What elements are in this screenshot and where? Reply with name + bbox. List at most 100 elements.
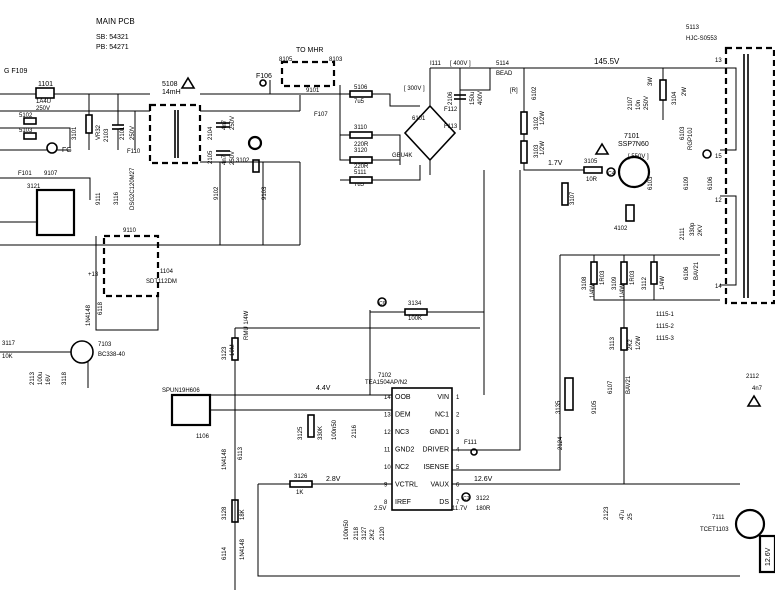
label-c7: C7 <box>463 496 470 502</box>
label-f101: F101 <box>18 171 32 177</box>
testpoint-f106 <box>259 79 267 87</box>
resistor-3107 <box>561 182 569 206</box>
label-2116-val: 100n50 <box>332 419 338 440</box>
label-3109: 3109 <box>612 276 618 290</box>
label-3112: 3112 <box>642 276 648 290</box>
ic-pin-number-right: 7 <box>456 500 460 506</box>
label-bc338: BC338-40 <box>98 352 126 358</box>
ic-pin-number-right: 5 <box>456 465 460 471</box>
testpoint-c4 <box>606 167 616 177</box>
label-3110-val: 220R <box>354 142 369 148</box>
ic-pin-name-right: VIN <box>437 394 449 401</box>
label-300v: [ 300V ] <box>404 86 425 92</box>
transistor-7103 <box>70 340 94 364</box>
label-2113-val: 100u <box>38 372 44 385</box>
label-2111-v: 2KV <box>698 225 704 236</box>
label-3109-val: 1R03 <box>630 270 636 285</box>
ic-pin-name-right: NC1 <box>435 412 449 419</box>
label-6103: 6103 <box>680 126 686 140</box>
resistor-3112 <box>650 261 658 285</box>
resistor-3113 <box>620 327 628 351</box>
label-3112-val: 1/4W <box>660 276 666 290</box>
label-spun: SPUN19H606 <box>162 388 200 394</box>
label-3105: 3105 <box>584 159 598 165</box>
label-1104: 1104 <box>160 269 174 275</box>
resistor-3103 <box>520 140 528 164</box>
label-9111: 9111 <box>96 192 102 205</box>
label-1101-v: 250V <box>36 106 50 112</box>
label-3127-val: 2K2 <box>370 529 376 540</box>
label-2120: 2120 <box>380 526 386 540</box>
label-3122: 3122 <box>476 496 490 502</box>
label-f106: F106 <box>256 73 272 80</box>
label-3107: 3107 <box>570 191 576 205</box>
label-7101-type: SSP7N60 <box>618 141 649 148</box>
label-3113-val: 2K2 <box>628 339 634 350</box>
label-3104: 3104 <box>672 91 678 105</box>
label-6103b: 6103 <box>648 176 654 190</box>
label-f112: F112 <box>444 107 458 113</box>
label-3128-val: 18K <box>240 509 246 520</box>
ic-pin-number-left: 11 <box>384 448 391 454</box>
label-3118: 3118 <box>62 371 68 385</box>
ic-pin-name-left: NC3 <box>395 429 409 436</box>
resistor-3104 <box>659 79 667 101</box>
label-3125-val: 330K <box>318 426 324 440</box>
label-9103: 9103 <box>262 186 268 200</box>
label-6106b-type: BAV21 <box>694 261 700 280</box>
label-2105-val: 4n7 <box>222 154 228 165</box>
connector-to-mhr <box>280 60 336 88</box>
ic-pin-number-left: 10 <box>384 465 391 471</box>
label-9107: 9107 <box>44 171 58 177</box>
label-8105: 8105 <box>279 57 293 63</box>
label-3123-w: RMU 1/4W <box>244 310 250 340</box>
label-3108-w: 1/4W <box>590 284 596 298</box>
label-2103: 2103 <box>104 128 110 142</box>
label-6118-type: 1N4148 <box>86 304 92 326</box>
label-6113-type: 1N4148 <box>222 448 228 470</box>
resistor-3120 <box>349 156 373 164</box>
label-5111: 5111 <box>354 170 367 176</box>
resistor-3125 <box>307 414 315 438</box>
label-400v: [ 400V ] <box>450 61 471 67</box>
label-fg: FG <box>62 147 72 154</box>
label-6106: 6106 <box>708 176 714 190</box>
label-2123-val: 47u <box>620 510 626 520</box>
label-2113: 2113 <box>30 371 36 385</box>
label-3126: 3126 <box>294 474 308 480</box>
coil-5111 <box>349 176 373 184</box>
label-12-6v: 12.6V <box>474 476 493 483</box>
label-3127: 3127 <box>362 526 368 540</box>
label-1-7v: 1.7V <box>548 160 563 167</box>
ic-pin-number-left: 9 <box>384 483 388 489</box>
testpoint-c5 <box>702 149 712 159</box>
mosfet-7101 <box>617 155 651 189</box>
label-6114: 6114 <box>222 546 228 560</box>
label-3102b: 3102 <box>534 116 540 130</box>
label-6113: 6113 <box>238 446 244 460</box>
label-3103: 3103 <box>534 144 540 158</box>
label-2107-v: 250V <box>644 96 650 110</box>
label-9102: 9102 <box>214 186 220 200</box>
label-9101: 9101 <box>306 88 320 94</box>
ic-pin-name-left: OOB <box>395 394 411 401</box>
label-3125: 3125 <box>298 426 304 440</box>
testpoint-c6 <box>377 297 387 307</box>
label-bead: BEAD <box>496 71 513 77</box>
label-2124: 2124 <box>558 436 564 450</box>
common-mode-choke-5108 <box>148 103 202 165</box>
label-3123: 3123 <box>222 346 228 360</box>
label-5102: 5102 <box>19 113 33 119</box>
label-i111: I111 <box>430 61 441 67</box>
label-dsg: DSG2C120M27 <box>130 167 136 210</box>
ic-pin-name-left: NC2 <box>395 464 409 471</box>
label-3123-val: 10M <box>230 344 236 356</box>
label-c4: C4 <box>608 171 615 177</box>
ic-pin-number-left: 12 <box>384 430 391 436</box>
label-1101-val: 1A4U <box>36 99 51 105</box>
label-2111: 2111 <box>680 227 686 240</box>
label-3110: 3110 <box>354 125 368 131</box>
label-5111-val: 7u5 <box>354 182 365 188</box>
label-5113: 5113 <box>686 25 700 31</box>
